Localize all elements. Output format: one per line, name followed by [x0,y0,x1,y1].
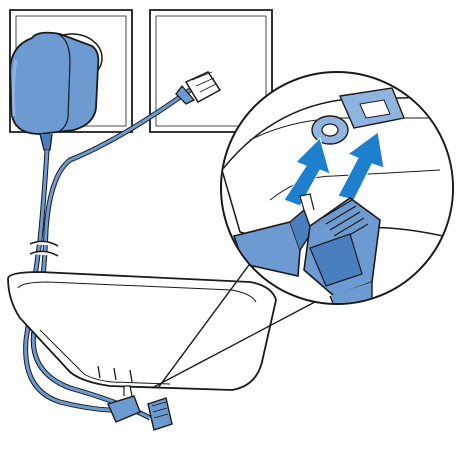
dc-plug-icon [107,385,141,423]
dc-socket-icon [311,115,349,145]
rj11-socket-icon [338,87,405,129]
rj11-plug-base-icon [147,397,173,431]
rj11-plug-icon [175,71,222,105]
power-adapter-icon [9,31,103,151]
base-station-icon [7,271,277,391]
cable-break-marks [29,240,59,257]
rj11-plug-large-icon [303,197,381,303]
dc-plug-large-icon [232,193,315,277]
zoom-pointer-lines [151,249,331,389]
detail-zoom-icon [220,71,454,305]
power-cable [23,149,131,413]
